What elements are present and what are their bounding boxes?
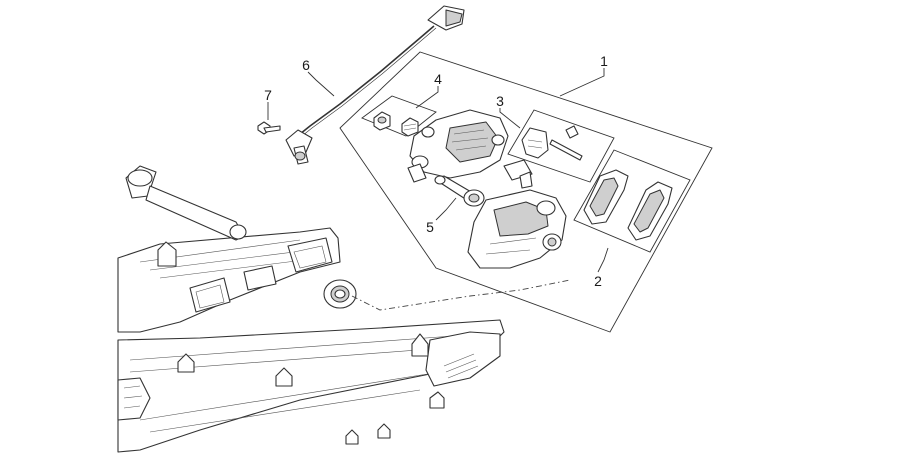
caliper-bracket [467,189,567,269]
wheel-spacer [323,279,357,309]
bleed-kit-outline [361,95,437,137]
callout-5: 5 [426,219,434,235]
caliper-housing [407,109,509,183]
axle-spindle [125,165,247,241]
leader-lines [267,68,609,273]
caliper-pins [434,175,485,207]
small-parts [503,125,583,189]
abs-sensor [285,5,465,165]
small-parts-outline [507,109,615,183]
callout-3: 3 [496,93,504,109]
callout-6: 6 [302,57,310,73]
callout-4: 4 [434,71,442,87]
alignment-line [351,279,571,311]
sensor-bolt [257,121,281,135]
callout-7: 7 [264,87,272,103]
callout-2: 2 [594,273,602,289]
callout-1: 1 [600,53,608,69]
bleed-screws [373,111,419,137]
brake-pads [583,169,673,241]
swingarm [117,227,505,453]
kit-outline [339,51,713,333]
pad-kit-outline [573,149,691,253]
